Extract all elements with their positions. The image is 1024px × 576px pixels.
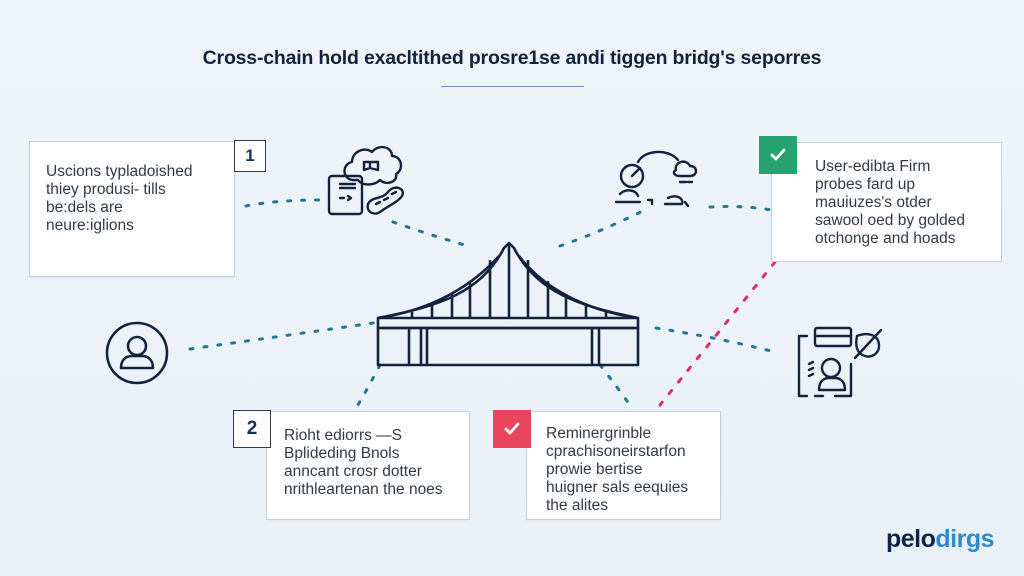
connector-cloud-to-card2: [708, 204, 774, 212]
info-card-4: Reminergrinble cprachisoneirstarfon prow…: [526, 411, 721, 520]
connector-bridge-to-card4: [598, 363, 634, 410]
connector-red-diagonal: [658, 260, 777, 407]
title-underline: [441, 86, 584, 87]
cloud-sync-icon: [614, 150, 698, 208]
check-badge-red: [493, 410, 531, 448]
card-2-text: User-edibta Firm probes fard up mauiuzes…: [815, 158, 965, 247]
user-circle-icon: [105, 321, 169, 385]
connector-bridge-to-cloud: [558, 208, 647, 248]
info-card-2: User-edibta Firm probes fard up mauiuzes…: [771, 142, 1002, 262]
suspension-bridge-icon: [376, 241, 640, 367]
check-badge-green: [759, 136, 797, 174]
connector-bridge-to-card3: [353, 363, 382, 412]
page-title: Cross-chain hold exacltithed prosre1se a…: [202, 47, 822, 69]
brand-logo: pelodirgs: [886, 525, 995, 554]
logo-part-1: pelo: [886, 525, 936, 553]
card-3-text: Rioht ediorrs —S Bplideding Bnols anncan…: [284, 427, 443, 498]
card-4-text: Reminergrinble cprachisoneirstarfon prow…: [546, 425, 689, 514]
logo-part-2: dirgs: [935, 525, 995, 553]
step-badge-1: 1: [234, 140, 266, 172]
step-badge-2: 2: [233, 410, 271, 448]
card-1-text: Uscions typladoished thiey produsi- till…: [46, 163, 193, 234]
connector-doc-to-bridge: [391, 220, 470, 248]
identity-card-icon: [797, 326, 883, 398]
connector-card1-to-doc: [244, 198, 324, 208]
connector-bridge-to-id: [654, 326, 777, 354]
connector-user-to-bridge: [188, 320, 382, 351]
info-card-3: Rioht ediorrs —S Bplideding Bnols anncan…: [266, 411, 470, 520]
check-icon: [504, 422, 520, 435]
document-and-ticket-icon: [327, 145, 404, 216]
info-card-1: Uscions typladoished thiey produsi- till…: [29, 141, 235, 277]
check-icon: [770, 148, 786, 161]
